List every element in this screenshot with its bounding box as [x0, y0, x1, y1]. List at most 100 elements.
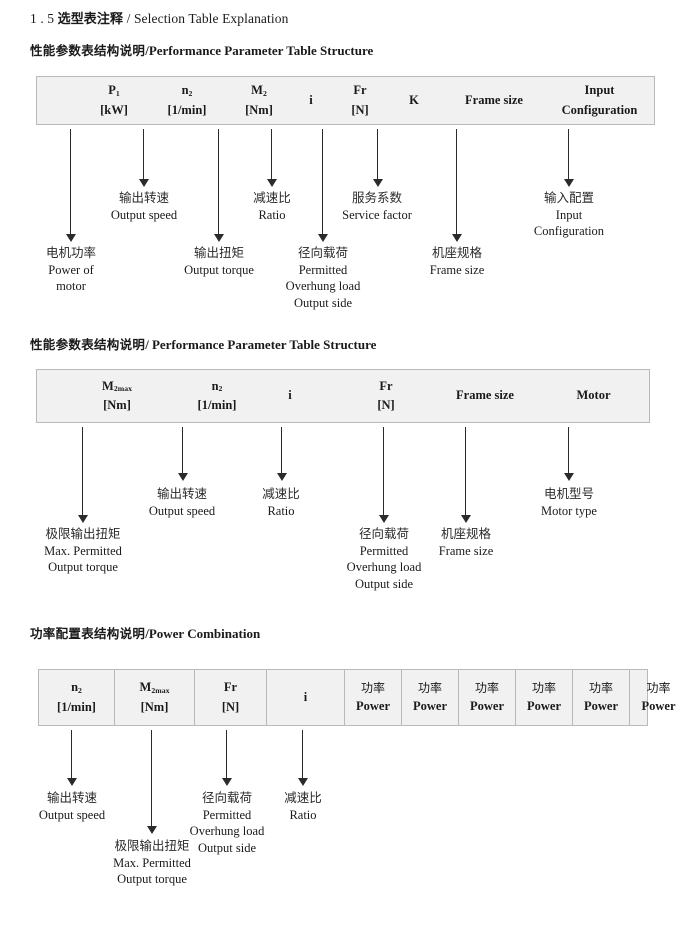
table1-col-p1-symbol: P1 — [108, 83, 120, 98]
subsection-heading-2-sep: / — [145, 337, 149, 352]
note-ratio-cn: 减速比 — [253, 190, 291, 205]
note-max-output-torque-3-en-1: Max. Permitted — [113, 855, 191, 870]
arrow-to-input-configuration — [563, 129, 574, 187]
note-motor-type-2: 电机型号 Motor type — [541, 486, 597, 519]
subsection-heading-3-cn: 功率配置表结构说明 — [30, 626, 146, 641]
note-ratio-en-1: Ratio — [258, 207, 286, 222]
note-output-torque: 输出扭矩 Output torque — [184, 245, 254, 278]
table3-col-m2max-unit: [Nm] — [140, 699, 169, 714]
arrow-to-ratio-3 — [297, 730, 308, 786]
table2-col-n2-unit: [1/min] — [197, 398, 237, 412]
note-output-torque-cn: 输出扭矩 — [193, 245, 245, 260]
performance-parameter-table-1: P1 [kW] n2 [1/min] M2 [Nm] i Fr [N] K Fr… — [36, 76, 655, 125]
arrow-to-overhung-load-2 — [378, 427, 389, 523]
table1-col-n2-symbol: n2 — [181, 83, 193, 98]
section-title-en: Selection Table Explanation — [133, 11, 289, 26]
note-output-speed-3-cn: 输出转速 — [46, 790, 97, 805]
table1-col-fr: Fr [N] — [325, 77, 395, 124]
table2-col-fr-symbol: Fr — [379, 378, 393, 393]
table2-col-i: i — [265, 370, 315, 422]
table3-col-power-5-cn: 功率 — [588, 680, 613, 695]
arrow-to-max-output-torque-3 — [146, 730, 157, 834]
note-frame-size-2: 机座规格 Frame size — [439, 526, 494, 559]
section-title-cn: 选型表注释 — [57, 12, 124, 27]
table3-col-power-6-en: Power — [641, 699, 676, 714]
table3-col-power-4-en: Power — [526, 699, 561, 714]
table2-col-frame-size: Frame size — [429, 370, 541, 422]
table1-col-m2: M2 [Nm] — [221, 77, 297, 124]
table3-col-fr: Fr [N] — [194, 670, 266, 725]
note-service-factor-cn: 服务系数 — [351, 190, 403, 205]
note-overhung-load-cn: 径向载荷 — [297, 245, 349, 260]
note-overhung-load-en-1: Permitted — [298, 262, 348, 277]
table2-col-m2max-unit: [Nm] — [103, 398, 131, 412]
note-ratio-2-en-1: Ratio — [267, 503, 295, 518]
note-input-configuration-cn: 输入配置 — [543, 190, 595, 205]
arrow-to-output-speed — [138, 129, 149, 187]
note-service-factor-en-1: Service factor — [342, 207, 412, 222]
note-input-configuration-en-2: Configuration — [533, 224, 605, 238]
table3-col-m2max: M2max [Nm] — [114, 670, 194, 725]
table3-col-power-2-cn: 功率 — [417, 680, 442, 695]
subsection-heading-3-sep: / — [145, 626, 149, 641]
table3-col-i: i — [266, 670, 344, 725]
table3-col-power-4: 功率 Power — [515, 670, 572, 725]
note-overhung-load: 径向载荷 Permitted Overhung load Output side — [286, 245, 361, 311]
subsection-heading-1: 性能参数表结构说明/Performance Parameter Table St… — [30, 40, 373, 59]
note-frame-size-2-en-1: Frame size — [438, 543, 494, 558]
table1-col-frame-size-symbol: Frame size — [465, 92, 523, 107]
subsection-heading-3-en: Power Combination — [148, 626, 261, 641]
table1-col-i: i — [295, 77, 327, 124]
subsection-heading-2-cn: 性能参数表结构说明 — [30, 337, 146, 352]
table2-col-frame-size-symbol: Frame size — [456, 388, 514, 403]
table3-col-power-5: 功率 Power — [572, 670, 629, 725]
table2-col-m2max: M2max [Nm] — [57, 370, 177, 422]
note-max-output-torque-3-en-2: Output torque — [117, 872, 187, 886]
page-title: 1 . 5 选型表注释 / Selection Table Explanatio… — [30, 8, 288, 27]
note-ratio-2-cn: 减速比 — [262, 486, 300, 501]
note-motor-type-2-cn: 电机型号 — [543, 486, 594, 501]
arrow-to-max-output-torque-2 — [77, 427, 88, 523]
arrow-to-ratio — [266, 129, 277, 187]
table3-col-power-1-en: Power — [355, 699, 390, 714]
table2-col-motor: Motor — [541, 370, 646, 422]
table2-col-fr-unit: [N] — [377, 398, 395, 412]
note-overhung-load-2-cn: 径向载荷 — [358, 526, 410, 541]
note-overhung-load-2-en-3: Output side — [355, 576, 413, 591]
note-overhung-load-2: 径向载荷 Permitted Overhung load Output side — [347, 526, 422, 592]
note-output-speed-3: 输出转速 Output speed — [39, 790, 105, 823]
power-combination-table: n2 [1/min] M2max [Nm] Fr [N] i 功率 Power … — [38, 669, 676, 726]
note-overhung-load-2-en-1: Permitted — [359, 543, 409, 558]
note-ratio-2: 减速比 Ratio — [262, 486, 300, 519]
note-output-speed-cn: 输出转速 — [118, 190, 169, 205]
table1-col-fr-unit: [N] — [351, 102, 369, 117]
table1-col-k: K — [389, 77, 439, 124]
note-frame-size-cn: 机座规格 — [431, 245, 482, 260]
table3-col-n2-unit: [1/min] — [57, 699, 96, 714]
note-frame-size-en-1: Frame size — [429, 262, 485, 277]
note-frame-size-2-cn: 机座规格 — [440, 526, 491, 541]
note-overhung-load-3-en-1: Permitted — [202, 807, 252, 822]
table1-col-p1: P1 [kW] — [75, 77, 153, 124]
table1-col-k-symbol: K — [409, 92, 419, 107]
table2-col-n2: n2 [1/min] — [157, 370, 277, 422]
table3-col-i-symbol: i — [303, 689, 308, 704]
subsection-heading-1-cn: 性能参数表结构说明 — [30, 43, 146, 58]
table3-col-power-3-cn: 功率 — [474, 680, 499, 695]
subsection-heading-2: 性能参数表结构说明/ Performance Parameter Table S… — [30, 334, 376, 353]
table2-col-fr: Fr [N] — [351, 370, 421, 422]
table3-col-n2-symbol: n2 — [71, 680, 82, 695]
arrow-to-overhung-load-3 — [221, 730, 232, 786]
table3-col-power-6: 功率 Power — [629, 670, 687, 725]
arrow-to-frame-size — [451, 129, 462, 242]
note-overhung-load-3-cn: 径向载荷 — [201, 790, 253, 805]
note-ratio-3-en-1: Ratio — [289, 807, 317, 822]
table3-col-n2: n2 [1/min] — [39, 670, 114, 725]
table1-col-m2-unit: [Nm] — [245, 102, 273, 117]
subsection-heading-1-sep: / — [145, 43, 149, 58]
note-ratio: 减速比 Ratio — [253, 190, 291, 223]
table3-col-power-1-cn: 功率 — [360, 680, 385, 695]
note-input-configuration: 输入配置 Input Configuration — [534, 190, 604, 240]
arrow-to-overhung-load — [317, 129, 328, 242]
table3-col-power-4-cn: 功率 — [531, 680, 556, 695]
